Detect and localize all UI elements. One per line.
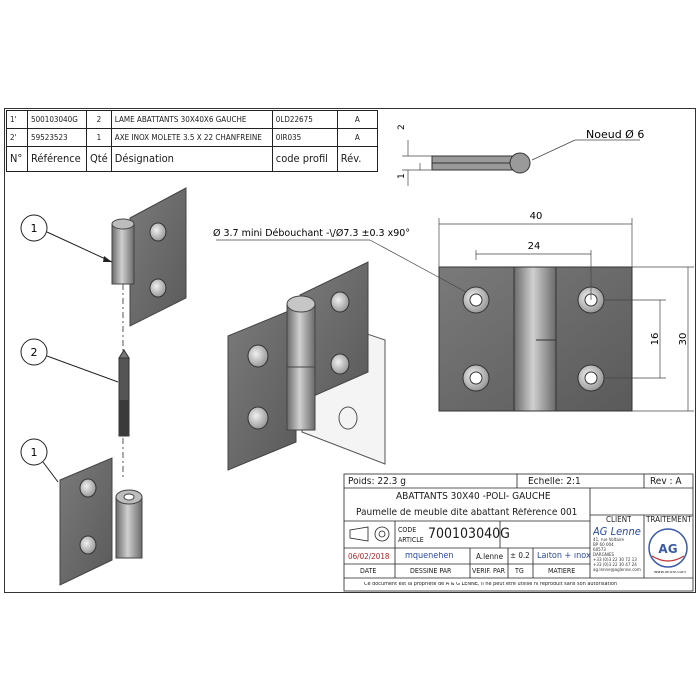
material-label: MATIERE xyxy=(548,568,576,575)
projection-symbol xyxy=(349,526,390,542)
callout-balloon xyxy=(20,338,119,383)
dimension-label: 1 xyxy=(397,173,407,179)
dimension-label: 40 xyxy=(530,211,543,222)
date-label: DATE xyxy=(360,568,377,575)
drawing-subtitle: Paumelle de meuble dite abattant Référen… xyxy=(356,508,578,518)
dimension-label: 2 xyxy=(397,124,407,130)
weight-label: Poids: 22.3 g xyxy=(348,477,406,487)
code-label: ARTICLE xyxy=(398,537,424,544)
address-line: ag.lenne@aglenne.com xyxy=(593,568,641,573)
website: www.lenne.com xyxy=(654,571,686,575)
assembled-hinge-view xyxy=(227,261,386,471)
revision-label: Rev : A xyxy=(650,477,682,487)
article-code: 700103040G xyxy=(428,527,510,541)
bom-header: N° xyxy=(6,145,28,173)
exploded-part-1-top xyxy=(111,187,187,327)
date-value: 06/02/2018 xyxy=(348,553,390,561)
address-line: BP 60 004 xyxy=(593,543,614,548)
client-label: CLIENT xyxy=(606,516,632,524)
tolerance-value: ± 0.2 xyxy=(510,552,530,560)
address-line: 41, rue Voltaire xyxy=(593,538,624,543)
bom-header: Qté xyxy=(86,145,112,173)
dimension-label: 16 xyxy=(650,333,661,346)
drawn-by-value: mquenehen xyxy=(405,552,454,561)
callout-balloon xyxy=(20,214,113,263)
bom-row: 1' 500103040G 2 LAME ABATTANTS 30X40X6 G… xyxy=(6,110,379,129)
drawing-title: ABATTANTS 30X40 -POLI- GAUCHE xyxy=(396,492,551,502)
drawing-frame xyxy=(4,108,696,593)
address-line: 60573 xyxy=(593,548,606,553)
bom-header: Rév. xyxy=(336,145,379,173)
bom-header-row: N° Référence Qté Désignation code profil… xyxy=(6,145,379,173)
title-block-grid xyxy=(343,473,694,592)
callout-number: 2 xyxy=(31,346,38,359)
svg-text:AG: AG xyxy=(658,542,677,556)
knuckle-diameter-note: Noeud Ø 6 xyxy=(586,128,644,141)
address-line: +33 (0)3 22 30 47 24 xyxy=(593,563,637,568)
company-logo-emblem: AG xyxy=(648,528,688,568)
callout-balloon xyxy=(20,438,59,483)
bom-header: Référence xyxy=(27,145,87,173)
verified-by-label: VÉRIF. PAR xyxy=(472,568,506,575)
bom-header: code profil xyxy=(271,145,338,173)
hole-specification-note: Ø 3.7 mini Débouchant -\/Ø7.3 ±0.3 x90° xyxy=(213,228,410,239)
section-view xyxy=(402,139,640,186)
material-value: Laiton + inox xyxy=(537,552,591,561)
bom-header: Désignation xyxy=(110,145,273,173)
callout-number: 1 xyxy=(31,222,38,235)
bill-of-materials: 1' 500103040G 2 LAME ABATTANTS 30X40X6 G… xyxy=(6,110,379,173)
verified-by-value: A.lenne xyxy=(476,553,504,561)
scale-label: Echelle: 2:1 xyxy=(528,477,581,487)
front-view xyxy=(216,218,694,412)
dimension-label: 24 xyxy=(528,241,541,252)
address-line: +33 (0)3 22 30 72 13 xyxy=(593,558,637,563)
code-label: CODE xyxy=(398,527,417,534)
callout-number: 1 xyxy=(31,446,38,459)
exploded-part-2-pin xyxy=(118,349,130,437)
treatment-label: TRAITEMENT xyxy=(646,516,692,524)
dimension-label: 30 xyxy=(678,333,689,346)
company-name: AG Lenne xyxy=(593,526,641,537)
address-line: DARGNIES xyxy=(593,553,615,558)
company-address: 41, rue Voltaire BP 60 004 60573 DARGNIE… xyxy=(593,538,641,573)
exploded-part-1-bottom xyxy=(59,457,143,586)
drawn-by-label: DESSINÉ PAR xyxy=(410,568,452,575)
copyright-footer: Ce document est la propriété de A & G LE… xyxy=(364,582,617,587)
tolerance-label: TG xyxy=(515,568,524,575)
